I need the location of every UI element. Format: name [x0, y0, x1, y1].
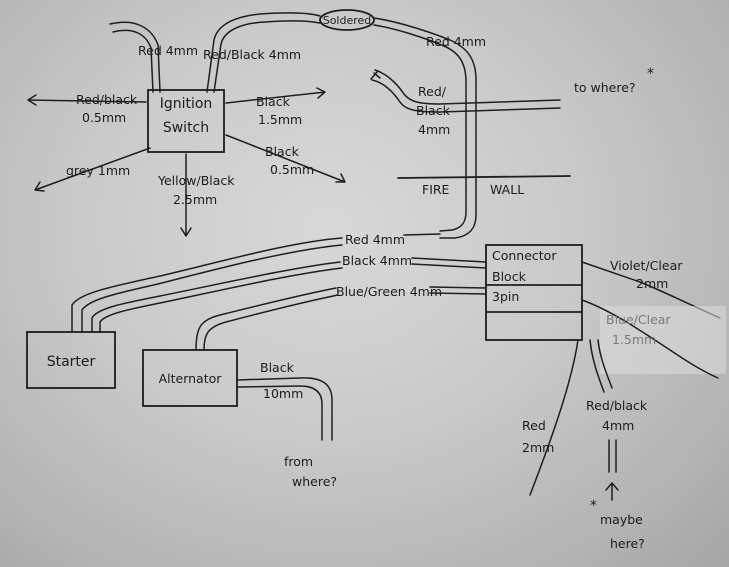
wire-alternator-blue-green: [195, 287, 337, 351]
arrow-grey-1mm-icon: [34, 147, 151, 192]
connector-block-box: [485, 244, 583, 341]
arrow-black-05-icon: [225, 134, 346, 183]
label-red-4mm-top: Red 4mm: [426, 34, 486, 49]
sticker-patch: [600, 306, 726, 374]
wire-red-4mm-mid-join: [403, 233, 441, 236]
connector-block-dividers: [485, 284, 583, 313]
label-connector-3: 3pin: [492, 289, 519, 304]
wire-starter-red: [71, 237, 343, 333]
label-red-4mm-ign: Red 4mm: [138, 43, 198, 58]
label-maybe-here-1: maybe: [600, 512, 643, 527]
alternator-box: [142, 349, 238, 407]
ignition-switch-label-1: Ignition: [160, 96, 213, 112]
label-grey-1mm: grey 1mm: [66, 163, 130, 178]
wire-red-black-stub: [608, 439, 617, 473]
label-yellow-black-2: 2.5mm: [173, 192, 217, 207]
label-red-black-bottom-2: 4mm: [602, 418, 634, 433]
label-alternator: Alternator: [159, 371, 223, 386]
ignition-switch-label-2: Switch: [163, 120, 209, 136]
label-starter: Starter: [47, 354, 96, 370]
label-black-4mm-mid: Black 4mm: [342, 253, 412, 268]
label-violet-clear-2: 2mm: [636, 276, 668, 291]
wire-starter-black-b: [99, 267, 343, 333]
label-red-black-top-2: Black: [416, 103, 451, 118]
wire-red-black-to-where-b: [371, 79, 561, 113]
wire-red-4mm-main: [373, 17, 477, 239]
label-black-15-2: 1.5mm: [258, 112, 302, 127]
wire-red-4mm-main-b: [373, 24, 467, 232]
arrow-black-15-icon: [225, 87, 326, 104]
label-connector-1: Connector: [492, 248, 557, 263]
soldered-joint: [319, 9, 375, 31]
label-blue-green-4mm: Blue/Green 4mm: [336, 284, 442, 299]
ignition-switch-box: [147, 89, 225, 153]
label-blue-clear-2: 1.5mm: [612, 332, 656, 347]
label-red-2mm-1: Red: [522, 418, 546, 433]
label-from-where-1: from: [284, 454, 313, 469]
wire-red-black-4mm-bottom-b: [597, 339, 613, 389]
label-connector-2: Block: [492, 269, 527, 284]
wire-red-4mm-ign-b: [112, 29, 154, 93]
label-red-black-4mm-ign: Red/Black 4mm: [203, 47, 301, 62]
wire-blue-green-to-connector: [429, 286, 487, 295]
label-to-where: to where?: [574, 80, 636, 95]
label-firewall-right: WALL: [490, 182, 524, 197]
label-alt-black-1: Black: [260, 360, 295, 375]
firewall-line: [397, 175, 571, 179]
starter-box: [26, 331, 116, 389]
wire-black-4mm-to-connector: [411, 257, 487, 269]
wire-starter-red-b: [81, 244, 343, 333]
label-red-black-05-1: Red/black: [76, 92, 138, 107]
label-red-black-05-2: 0.5mm: [82, 110, 126, 125]
wire-alternator-black-b: [236, 385, 323, 441]
wire-red-black-4mm-bottom: [589, 339, 605, 393]
wire-alternator-blue-green-b: [203, 294, 339, 351]
label-yellow-black-1: Yellow/Black: [157, 173, 235, 188]
wire-alternator-black: [236, 377, 333, 441]
wire-red-4mm-ign: [109, 21, 161, 93]
arrow-red-black-05-icon: [27, 94, 147, 106]
label-blue-clear-1: Blue/Clear: [606, 312, 671, 327]
wire-starter-black: [91, 261, 341, 333]
label-red-black-top-1: Red/: [418, 84, 447, 99]
wire-red-black-to-where: [374, 69, 561, 105]
label-black-05-2: 0.5mm: [270, 162, 314, 177]
wire-red-2mm: [529, 339, 579, 496]
wire-blue-clear: [581, 299, 719, 379]
asterisk-top-right: *: [647, 66, 654, 82]
label-firewall-left: FIRE: [422, 182, 450, 197]
label-maybe-here-2: here?: [610, 536, 645, 551]
label-red-black-bottom-1: Red/black: [586, 398, 648, 413]
arrow-maybe-here-icon: [605, 482, 619, 501]
asterisk-maybe-here: *: [590, 498, 597, 514]
arrow-yellow-black-icon: [180, 153, 192, 237]
label-red-4mm-mid: Red 4mm: [345, 232, 405, 247]
wire-red-black-4mm-ign: [206, 12, 321, 93]
wire-red-black-4mm-ign-b: [213, 20, 321, 93]
label-black-15-1: Black: [256, 94, 291, 109]
label-alt-black-2: 10mm: [263, 386, 303, 401]
label-black-05-1: Black: [265, 144, 300, 159]
wire-cut-end-icon: [370, 71, 381, 80]
label-from-where-2: where?: [292, 474, 337, 489]
label-violet-clear-1: Violet/Clear: [610, 258, 683, 273]
label-soldered: Soldered: [323, 14, 372, 27]
label-red-black-top-3: 4mm: [418, 122, 450, 137]
label-red-2mm-2: 2mm: [522, 440, 554, 455]
